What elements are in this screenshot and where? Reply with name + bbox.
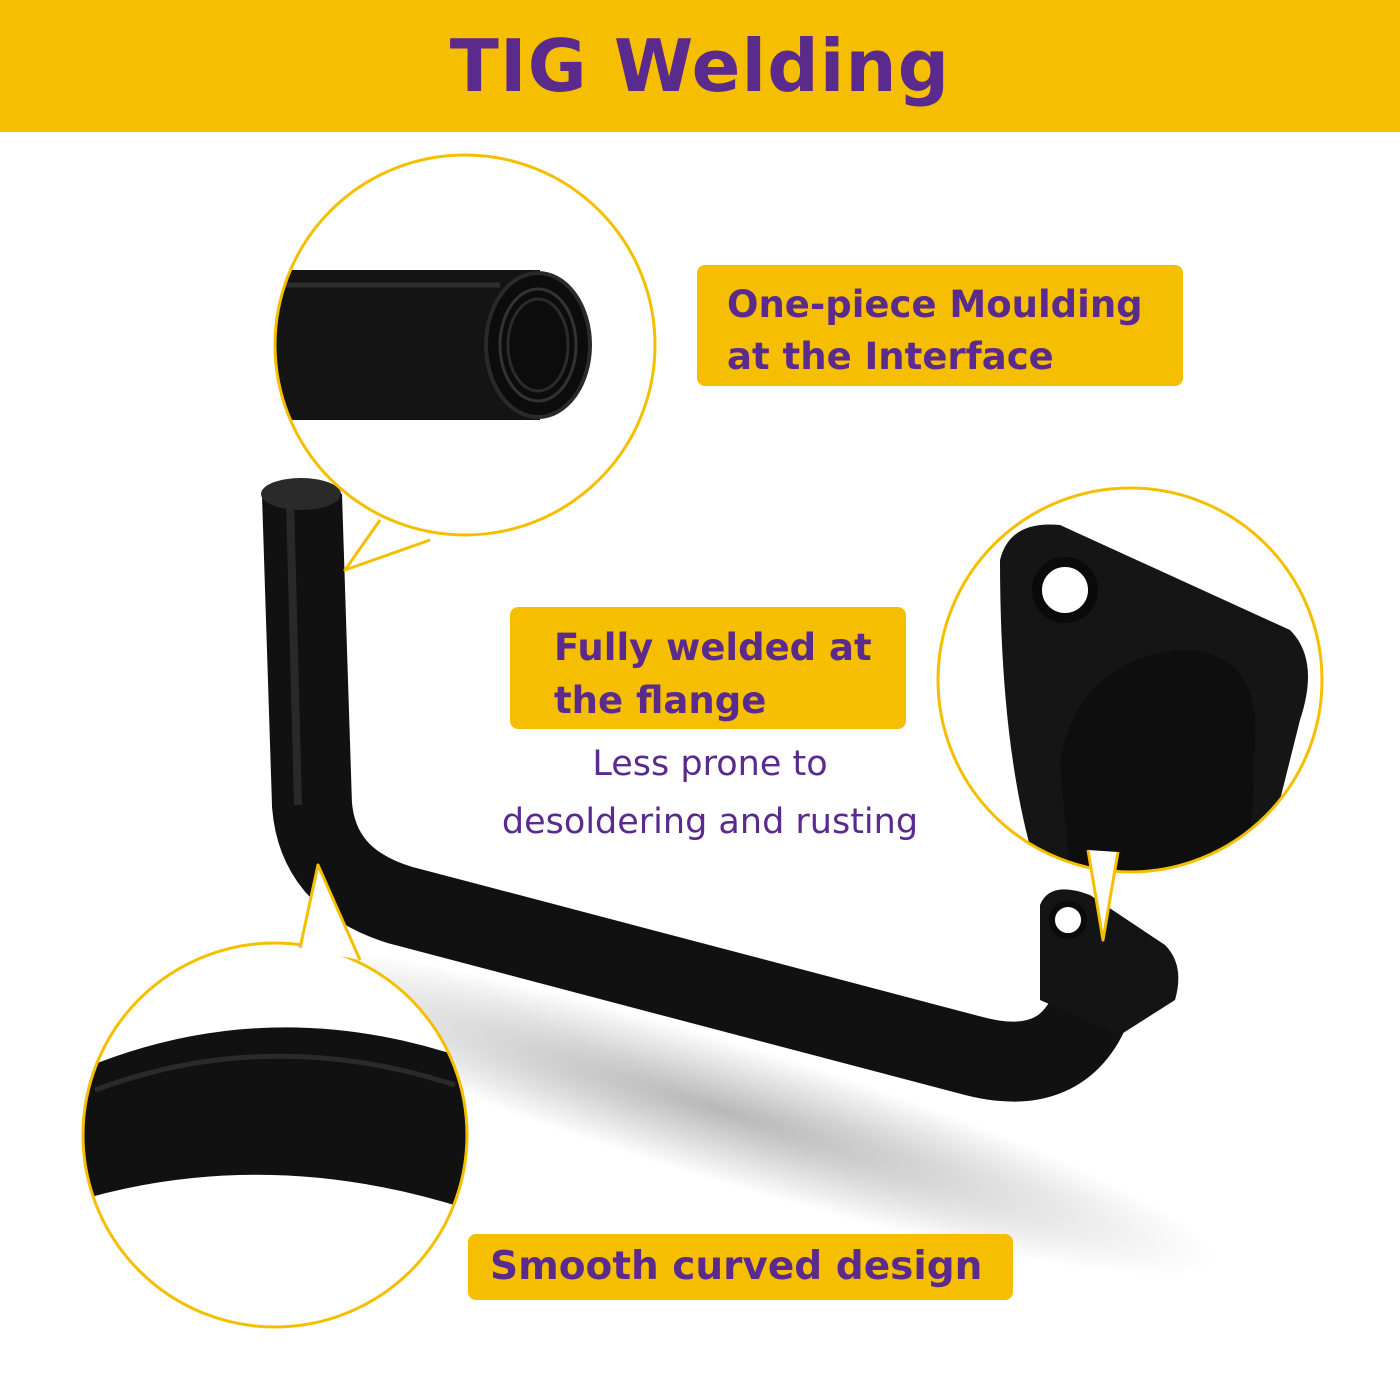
callout-curve-zoom xyxy=(81,863,469,1329)
callout-flange-zoom xyxy=(936,486,1324,942)
pipe-shadow xyxy=(222,943,1218,1277)
curve-label: Smooth curved design xyxy=(468,1234,1013,1300)
page-title: TIG Welding xyxy=(449,24,951,108)
exhaust-pipe xyxy=(261,478,1140,1102)
interface-label-line1: One-piece Moulding xyxy=(727,283,1143,326)
flange-label-line1: Fully welded at xyxy=(554,626,872,669)
callout-interface-zoom xyxy=(273,153,657,572)
flange-label: Fully welded at the flange xyxy=(510,607,906,729)
pipe-flange xyxy=(1040,889,1179,1035)
flange-label-line2: the flange xyxy=(554,679,767,722)
header-banner: TIG Welding xyxy=(0,0,1400,132)
curve-label-text: Smooth curved design xyxy=(490,1244,983,1289)
interface-label-line2: at the Interface xyxy=(727,335,1054,378)
flange-subtext-line2: desoldering and rusting xyxy=(501,802,919,842)
interface-label: One-piece Moulding at the Interface xyxy=(697,265,1183,386)
flange-subtext-line1: Less prone to xyxy=(592,744,828,784)
flange-subtext: Less prone to desoldering and rusting xyxy=(450,735,970,851)
